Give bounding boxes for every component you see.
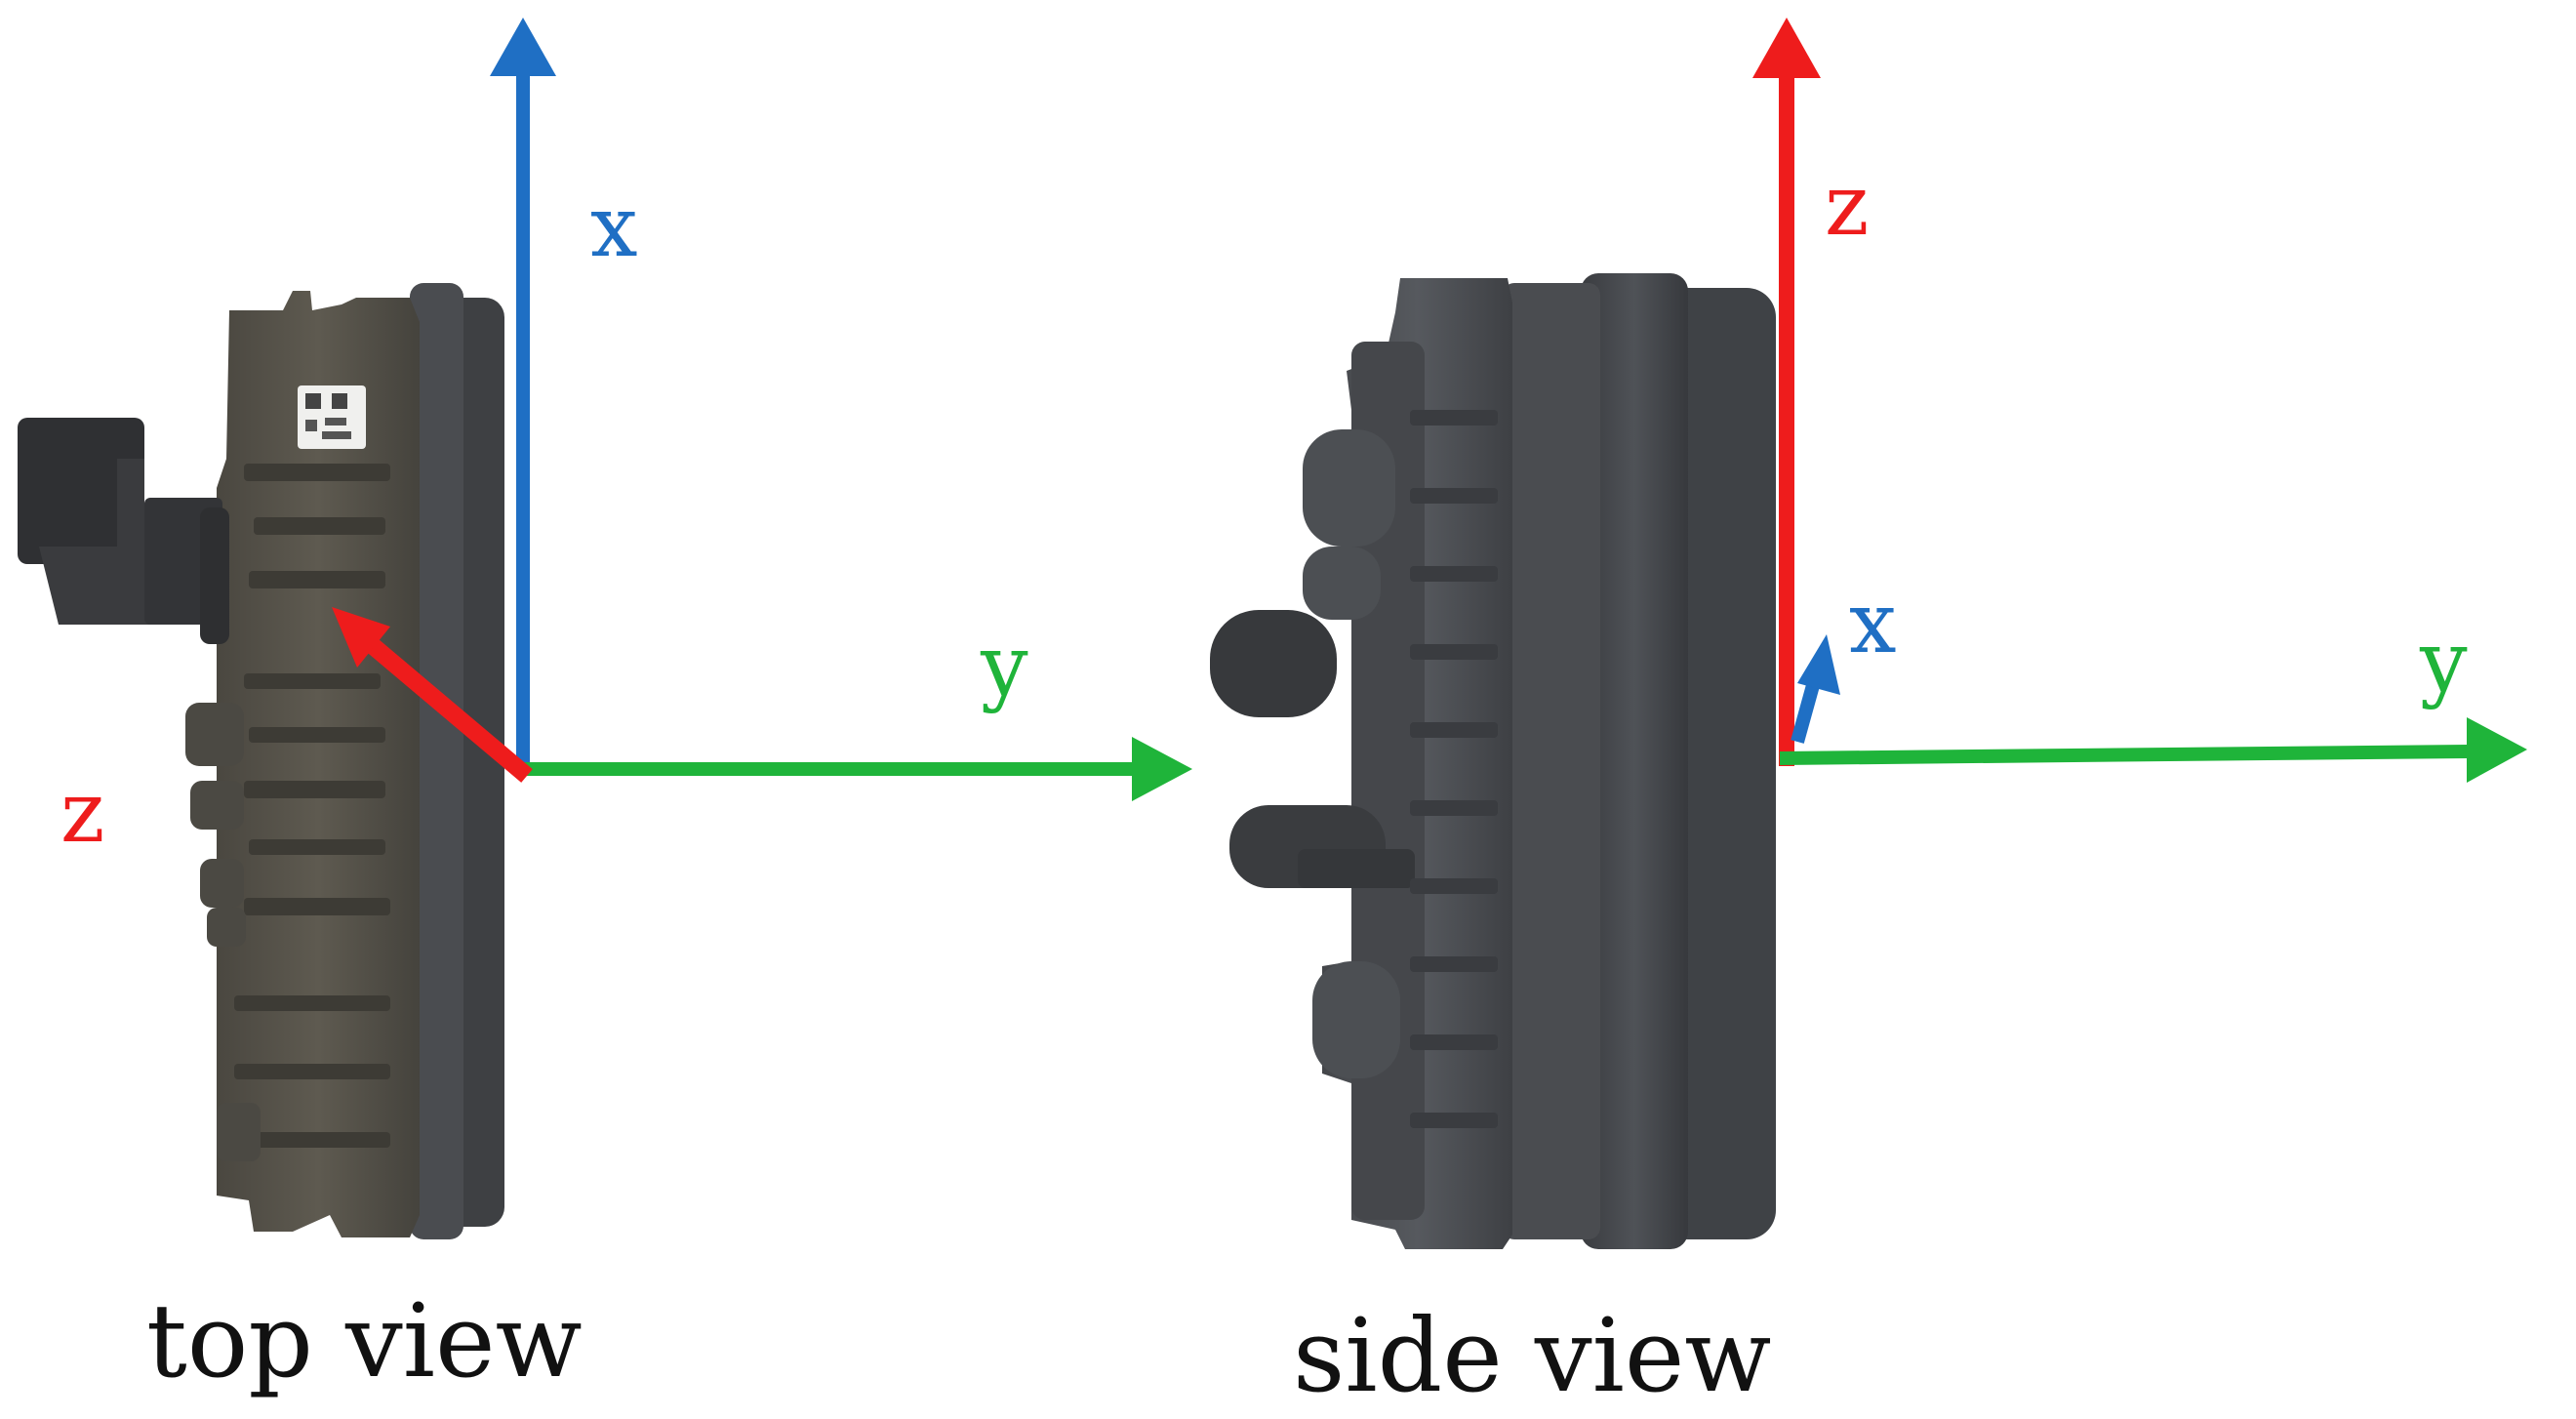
side-view-knobs — [1303, 429, 1400, 1078]
top-view-z-label: z — [60, 764, 104, 862]
top-view-x-arrowhead — [490, 18, 556, 76]
top-view-z-arrowhead — [332, 607, 390, 668]
top-view-caption: top view — [146, 1281, 583, 1400]
top-view-connector-housing — [18, 418, 144, 564]
side-view-axes — [1752, 18, 2527, 783]
side-view-pin-upper — [1210, 610, 1337, 717]
side-view-front-plate — [1503, 283, 1600, 1239]
top-view-y-label: y — [980, 618, 1028, 715]
side-view-x-axis — [1791, 676, 1822, 744]
side-view-y-arrowhead — [2467, 717, 2527, 783]
side-view-caption: side view — [1293, 1296, 1771, 1415]
side-view-x-label: x — [1849, 575, 1897, 672]
side-view-part-photo — [1210, 273, 1776, 1249]
top-view-z-axis — [365, 637, 533, 783]
side-view-z-arrowhead — [1752, 18, 1821, 78]
top-view-barcode-label — [298, 385, 366, 449]
top-view-part-photo — [18, 283, 504, 1239]
top-view-side-nubs — [185, 703, 261, 1161]
side-view-y-axis — [1779, 745, 2470, 765]
top-view-middle-plate — [410, 283, 463, 1239]
top-view-axes — [332, 18, 1192, 801]
side-view-y-label: y — [2419, 614, 2468, 711]
side-view-pin-stem — [1298, 849, 1415, 888]
top-view-gear-ring — [200, 507, 229, 644]
side-view-z-label: z — [1825, 157, 1869, 255]
side-view-ribs — [1410, 410, 1498, 1128]
side-view-middle-plate — [1581, 273, 1688, 1249]
top-view-y-arrowhead — [1132, 737, 1192, 801]
top-view-x-label: x — [590, 179, 638, 276]
top-view-ribs — [234, 464, 390, 1148]
side-view-x-arrowhead — [1797, 634, 1840, 695]
